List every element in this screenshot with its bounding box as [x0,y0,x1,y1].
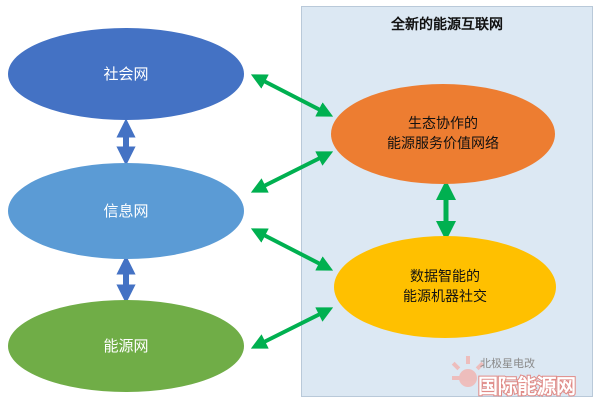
node-eco: 生态协作的 能源服务价值网络 [331,84,555,184]
node-info-label: 信息网 [103,202,149,220]
node-social-label: 社会网 [103,65,149,83]
sun-icon [451,356,485,387]
watermark-logo [451,356,485,387]
arrow-info-eco [250,151,334,193]
node-data: 数据智能的 能源机器社交 [334,236,556,338]
node-social: 社会网 [8,28,244,120]
panel-title: 全新的能源互联网 [391,17,503,33]
node-energy-label: 能源网 [103,337,149,355]
watermark-small-text: 北极星电改 [480,357,535,370]
arrow-social-eco [250,74,334,117]
node-energy: 能源网 [8,300,244,392]
node-eco-line2: 能源服务价值网络 [387,136,499,152]
node-data-line2: 能源机器社交 [403,289,487,305]
node-info: 信息网 [8,163,244,259]
arrow-energy-data [250,307,334,349]
watermark-main-text: 国际能源网 [477,373,577,399]
node-data-line1: 数据智能的 [410,269,480,285]
node-eco-line1: 生态协作的 [408,116,478,132]
arrow-info-data [250,228,334,271]
